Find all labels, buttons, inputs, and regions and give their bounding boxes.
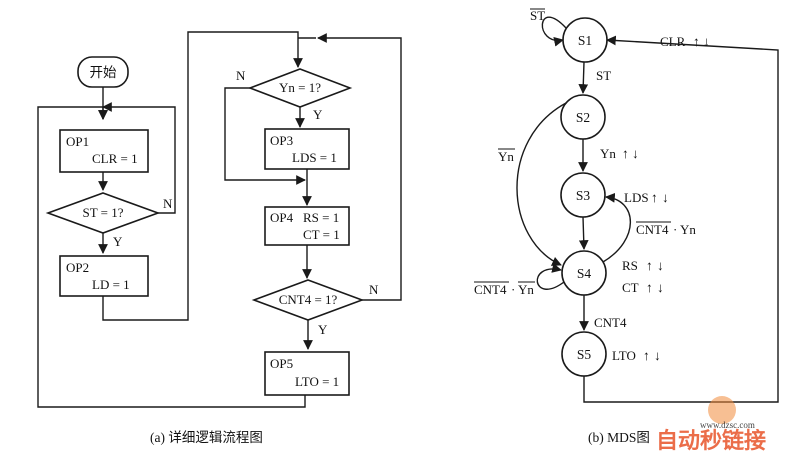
state-s5-label: S5	[577, 347, 592, 362]
yn-bar-label-2: Yn	[518, 282, 534, 297]
rs-up-arrow: ↑	[646, 258, 653, 273]
edge-s2-s4	[516, 102, 567, 266]
op2-text: LD = 1	[92, 277, 130, 292]
dot-1: ·	[673, 222, 677, 237]
arrow-cnt4-no-loop	[317, 33, 402, 301]
yn-label-2: Yn	[680, 222, 696, 237]
dot-2: ·	[511, 282, 515, 297]
lto-label: LTO	[612, 348, 636, 363]
edge-s5-s1	[583, 35, 779, 403]
cnt4-no-label: N	[369, 282, 379, 297]
ct-up-arrow: ↑	[646, 280, 653, 295]
yn-label: Yn	[600, 146, 616, 161]
cnt4-label: CNT4	[594, 315, 627, 330]
lto-down-arrow: ↓	[654, 348, 661, 363]
decision-cnt4-label: CNT4 = 1?	[279, 292, 338, 307]
op3-text: LDS = 1	[292, 150, 337, 165]
op5-box	[264, 351, 350, 396]
op4-line2: CT = 1	[303, 227, 340, 242]
clr-label: CLR	[660, 34, 686, 49]
start-label: 开始	[90, 65, 117, 80]
clr-down-arrow: ↓	[703, 34, 710, 49]
yn-yes-label: Y	[313, 107, 323, 122]
op5-text: LTO = 1	[295, 374, 339, 389]
st-bar-label: ST	[530, 8, 545, 23]
yn-no-label: N	[236, 68, 246, 83]
s1-self-loop	[541, 16, 567, 47]
decision-yn-label: Yn = 1?	[279, 80, 321, 95]
yn-bar-label: Yn	[498, 149, 514, 164]
lds-label: LDS	[624, 190, 649, 205]
state-s2-label: S2	[576, 110, 590, 125]
watermark-logo-icon	[708, 396, 736, 424]
rs-down-arrow: ↓	[657, 258, 664, 273]
op5-title: OP5	[270, 356, 293, 371]
op3-box	[264, 128, 350, 170]
state-s1-label: S1	[578, 33, 592, 48]
watermark-url: www.dzsc.com	[700, 420, 755, 430]
edge-s3-s4	[578, 216, 589, 250]
cnt4-yes-label: Y	[318, 322, 328, 337]
op3-title: OP3	[270, 133, 293, 148]
edge-s1-s2	[578, 61, 589, 94]
watermark-text: 自动秒链接	[656, 428, 766, 452]
ct-label: CT	[622, 280, 639, 295]
arrow-yn-no	[224, 87, 306, 185]
lds-down-arrow: ↓	[662, 190, 669, 205]
lto-up-arrow: ↑	[643, 348, 650, 363]
arrow-st-no-loop	[102, 102, 176, 214]
op2-box	[59, 255, 149, 297]
state-diagram-caption: (b) MDS图	[588, 430, 650, 445]
op4-title: OP4	[270, 210, 294, 225]
yn-down-arrow: ↓	[632, 146, 639, 161]
decision-st-label: ST = 1?	[82, 205, 123, 220]
state-s3-label: S3	[576, 188, 591, 203]
op4-line1: RS = 1	[303, 210, 339, 225]
edge-s4-s3	[602, 192, 631, 263]
connector-op2-to-yn	[102, 31, 299, 321]
st-yes-label: Y	[113, 234, 123, 249]
op1-title: OP1	[66, 134, 89, 149]
cnt4-bar-label-1: CNT4	[636, 222, 669, 237]
op1-box	[59, 129, 149, 173]
arrow-return-loop	[37, 106, 306, 408]
flowchart: 开始 OP1 CLR = 1 ST = 1? N Y OP2 LD = 1 Yn…	[37, 31, 402, 445]
watermark: 自动秒链接 www.dzsc.com	[656, 396, 766, 452]
op1-text: CLR = 1	[92, 151, 138, 166]
clr-up-arrow: ↑	[693, 34, 700, 49]
st-no-label: N	[163, 196, 173, 211]
lds-up-arrow: ↑	[651, 190, 658, 205]
op2-title: OP2	[66, 260, 89, 275]
cnt4-bar-label-2: CNT4	[474, 282, 507, 297]
state-s4-label: S4	[577, 266, 592, 281]
yn-up-arrow: ↑	[622, 146, 629, 161]
rs-label: RS	[622, 258, 638, 273]
ct-down-arrow: ↓	[657, 280, 664, 295]
st-label: ST	[596, 68, 611, 83]
state-diagram: S1 S2 S3 S4 S5 ST ST CLR ↑ ↓ Yn ↑ ↓ Yn L…	[474, 8, 779, 445]
flowchart-caption: (a) 详细逻辑流程图	[150, 430, 263, 445]
s4-self-loop	[536, 263, 565, 290]
